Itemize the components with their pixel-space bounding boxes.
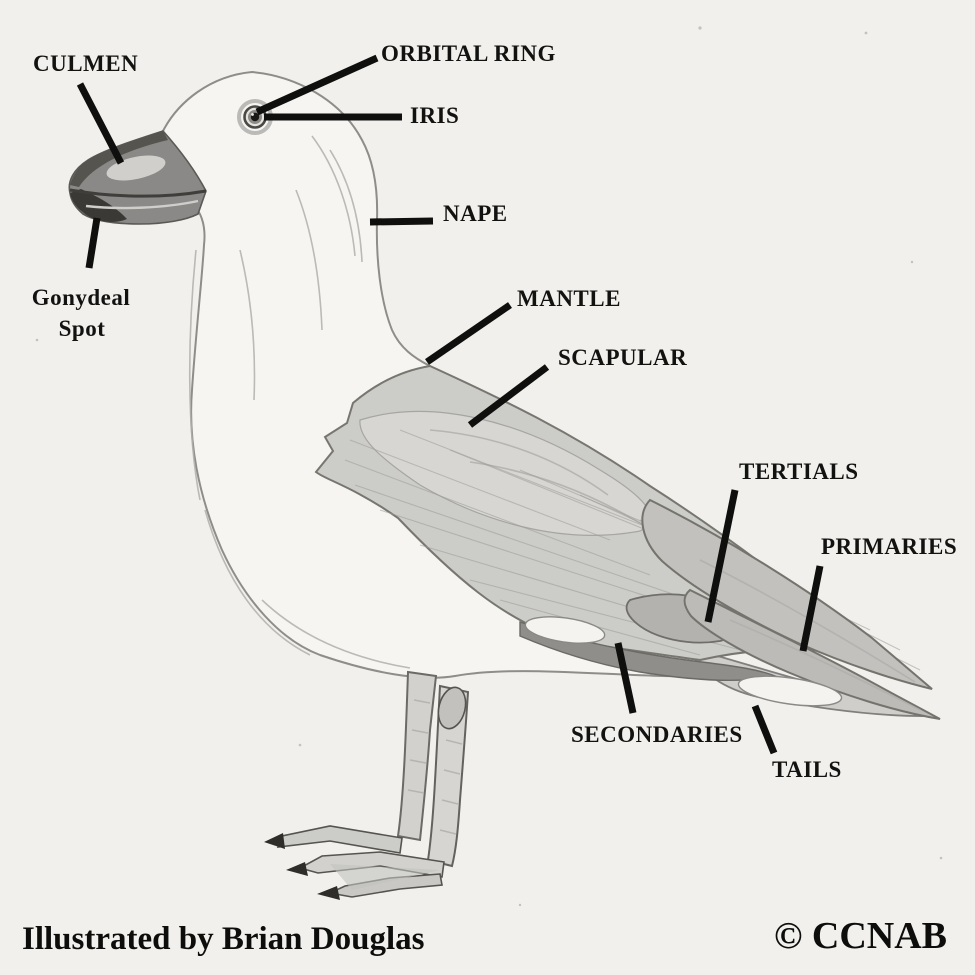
label-nape: NAPE (443, 201, 508, 226)
label-primaries: PRIMARIES (821, 534, 957, 559)
bird-sketch (68, 70, 941, 900)
culmen-ridge (70, 131, 168, 187)
beak (68, 130, 207, 225)
label-tertials: TERTIALS (739, 459, 859, 484)
label-secondaries: SECONDARIES (571, 722, 743, 747)
credits: Illustrated by Brian Douglas © CCNAB (22, 915, 947, 957)
leader-tails (751, 704, 778, 755)
far-foot-claw (264, 833, 285, 849)
label-mantle: MANTLE (517, 286, 621, 311)
label-gonydeal-line2: Spot (59, 316, 106, 341)
knee-joint (437, 686, 467, 730)
legs (264, 670, 470, 900)
near-foot-webbing (330, 864, 440, 890)
label-orbital-ring: ORBITAL RING (381, 41, 556, 66)
near-foot-claw-1 (286, 862, 308, 876)
label-culmen: CULMEN (33, 51, 138, 76)
wing-base-white-patch (524, 616, 606, 644)
leader-secondaries (614, 642, 637, 714)
leader-lines (76, 54, 824, 755)
lower-mandible-line (85, 199, 199, 210)
paper-specks (35, 26, 943, 907)
leader-nape (369, 217, 434, 226)
label-iris: IRIS (410, 103, 459, 128)
near-leg (426, 684, 470, 868)
far-foot (276, 825, 403, 854)
near-foot-claw-2 (317, 886, 340, 900)
leader-primaries (799, 565, 824, 652)
tail-white-patch (737, 675, 843, 707)
leader-culmen (76, 82, 125, 165)
eye-highlight (251, 113, 254, 116)
copyright-text: © CCNAB (774, 915, 947, 957)
far-leg (396, 670, 438, 842)
credit-text: Illustrated by Brian Douglas (22, 921, 425, 957)
leader-tertials (704, 489, 739, 623)
gonydeal-spot-shape (70, 189, 127, 222)
leader-mantle (425, 302, 512, 365)
gape-line (69, 188, 207, 198)
leader-orbital-ring (255, 54, 379, 116)
primaries-upper-shape (641, 498, 933, 690)
label-scapular: SCAPULAR (558, 345, 687, 370)
leader-scapular (467, 364, 550, 428)
label-tails: TAILS (772, 757, 842, 782)
neck-shading-strokes (188, 135, 411, 669)
labels: CULMEN ORBITAL RING IRIS NAPE MANTLE SCA… (32, 41, 957, 782)
leader-gonydeal-spot (85, 217, 101, 269)
label-gonydeal-line1: Gonydeal (32, 285, 131, 310)
